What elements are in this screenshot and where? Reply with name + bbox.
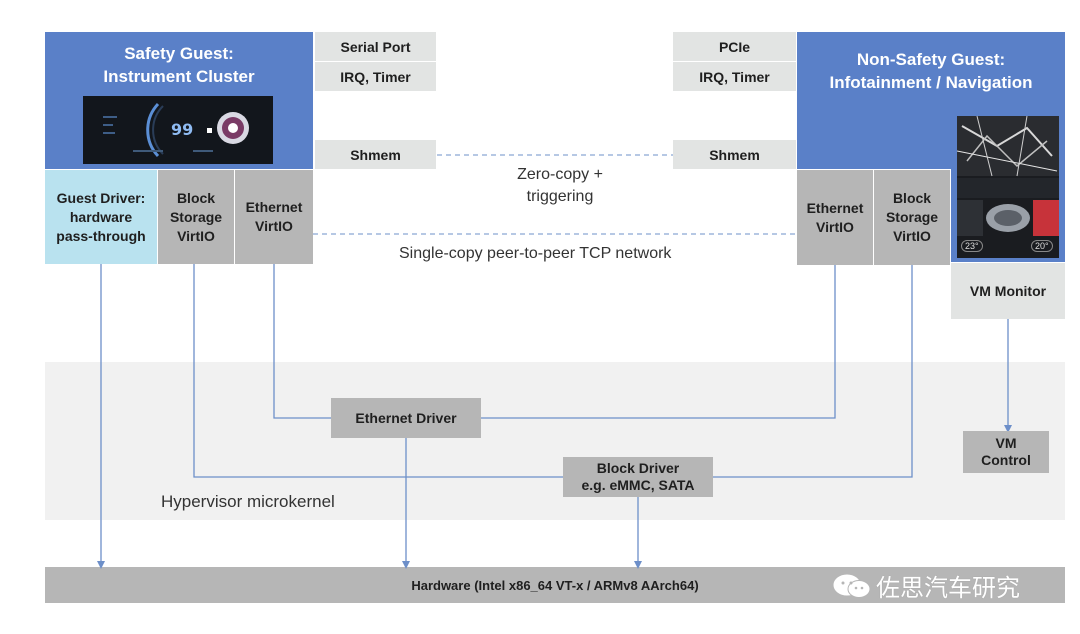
vm-monitor-box: VM Monitor: [951, 263, 1065, 319]
infotainment-display: 23° 20°: [957, 116, 1059, 258]
tcp-network-label: Single-copy peer-to-peer TCP network: [399, 245, 672, 262]
safety-irq-timer-box: IRQ, Timer: [315, 62, 436, 91]
vm-monitor-label: VM Monitor: [969, 283, 1047, 299]
watermark: 佐思汽车研究: [832, 568, 1020, 603]
left-ethernet-line: [273, 264, 331, 419]
hypervisor-band: [45, 362, 1065, 520]
hardware-label: Hardware (Intel x86_64 VT-x / ARMv8 AArc…: [411, 577, 699, 593]
watermark-text: 佐思汽车研究: [876, 574, 1020, 602]
hardware-bar: Hardware (Intel x86_64 VT-x / ARMv8 AArc…: [45, 567, 1065, 603]
non-safety-shmem-box: Shmem: [673, 140, 796, 169]
temp-right: 20°: [1031, 240, 1053, 252]
ethernet-driver-label: Ethernet Driver: [355, 409, 457, 426]
pcie-label: PCIe: [718, 38, 751, 55]
non-safety-guest-title: Non-Safety Guest: Infotainment / Navigat…: [829, 50, 1033, 92]
block-driver-box: Block Driver e.g. eMMC, SATA: [563, 457, 713, 497]
safety-ethernet-box: Ethernet VirtIO: [235, 170, 313, 264]
temp-left: 23°: [961, 240, 983, 252]
instrument-cluster-screen: 99: [83, 96, 273, 164]
safety-shmem-label: Shmem: [350, 146, 401, 163]
non-safety-shmem-label: Shmem: [709, 146, 760, 163]
ethernet-driver-box: Ethernet Driver: [331, 398, 481, 438]
cluster-speed-readout: 99: [171, 120, 194, 139]
safety-block-storage-box: Block Storage VirtIO: [158, 170, 234, 264]
hypervisor-label: Hypervisor microkernel: [161, 492, 335, 511]
vm-control-box: VM Control: [963, 431, 1049, 473]
serial-port-label: Serial Port: [340, 38, 411, 55]
non-safety-irq-timer-label: IRQ, Timer: [699, 68, 770, 85]
safety-guest-title: Safety Guest: Instrument Cluster: [103, 44, 255, 86]
guest-driver-box: Guest Driver: hardware pass-through: [45, 170, 157, 264]
serial-port-box: Serial Port: [315, 32, 436, 61]
right-block-storage-line: [713, 265, 913, 478]
safety-guest-panel: Safety Guest: Instrument Cluster 99: [45, 32, 313, 169]
instrument-cluster-graphic: [83, 96, 273, 164]
infotainment-screen: 23° 20°: [951, 112, 1065, 262]
safety-shmem-box: Shmem: [315, 140, 436, 169]
non-safety-ethernet-box: Ethernet VirtIO: [797, 170, 873, 265]
infotainment-graphic: [957, 116, 1059, 236]
right-ethernet-line: [481, 265, 836, 419]
pcie-box: PCIe: [673, 32, 796, 61]
zero-copy-label: Zero-copy + triggering: [517, 166, 603, 205]
safety-irq-timer-label: IRQ, Timer: [340, 68, 411, 85]
non-safety-irq-timer-box: IRQ, Timer: [673, 62, 796, 91]
wechat-icon: [833, 574, 871, 598]
non-safety-block-storage-box: Block Storage VirtIO: [874, 170, 950, 265]
left-block-storage-line: [193, 264, 563, 478]
